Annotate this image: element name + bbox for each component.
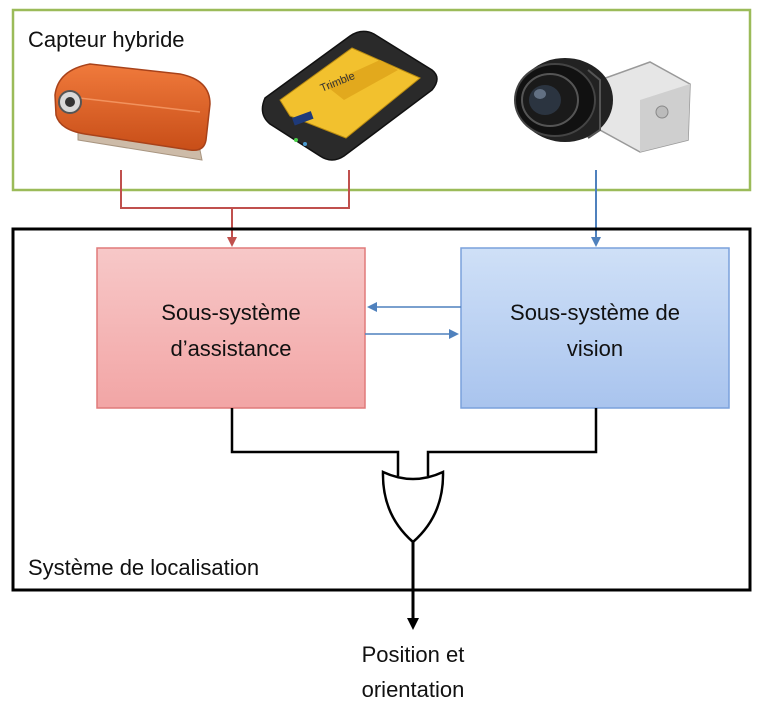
vision-line1: Sous-système de (510, 300, 680, 325)
assistance-subsystem-box (96, 247, 366, 409)
localization-system-title: Système de localisation (28, 555, 259, 580)
localization-system-box (11, 227, 752, 592)
vision-subsystem-box (460, 247, 730, 409)
imu-to-assistance-line (120, 170, 350, 209)
assistance-to-gate-line (230, 408, 400, 476)
vision-line2: vision (567, 336, 623, 361)
sensor-group-title: Capteur hybride (28, 27, 185, 52)
assistance-line2: d’assistance (170, 336, 291, 361)
output-line2: orientation (362, 677, 465, 702)
gps-receiver-icon: Trimble (261, 30, 438, 161)
vision-to-gate-line (426, 408, 598, 476)
output-line1: Position et (362, 642, 465, 667)
camera-icon (514, 58, 691, 153)
or-gate-icon (381, 470, 445, 544)
imu-sensor-icon (54, 63, 211, 161)
assistance-line1: Sous-système (161, 300, 300, 325)
